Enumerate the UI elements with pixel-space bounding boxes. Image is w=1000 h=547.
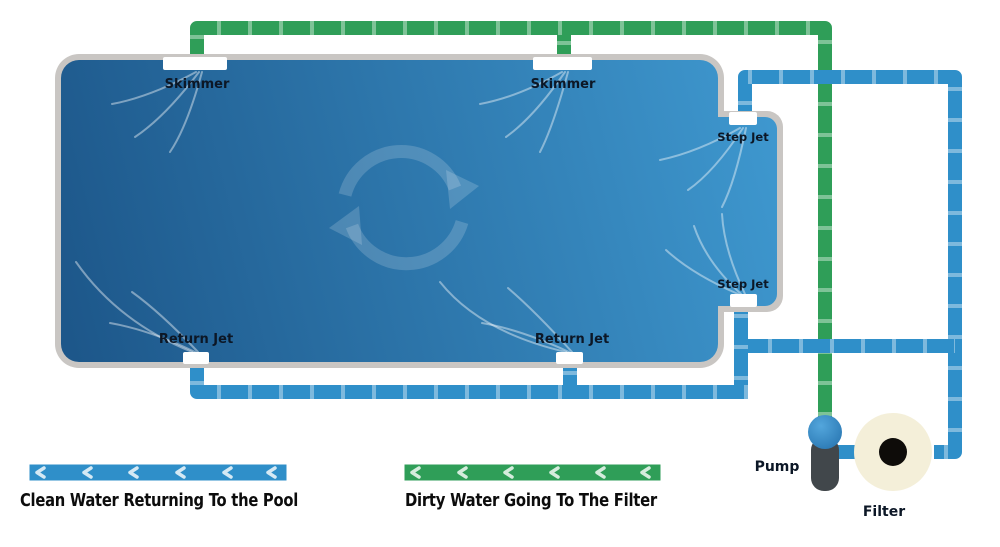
legend-dirty-water: Dirty Water Going To The Filter: [404, 464, 661, 511]
pool: Skimmer Skimmer Step Jet Step Jet Return…: [55, 54, 783, 368]
water-spray-lines: [75, 71, 747, 353]
filter-label: Filter: [863, 504, 905, 520]
skimmer2-label: Skimmer: [531, 77, 596, 92]
equipment: Pump Filter: [755, 413, 932, 520]
stepjet1-notch: [729, 112, 757, 125]
pump-icon: [811, 437, 839, 491]
skimmer1-spray: [111, 71, 203, 153]
green-pipe-flow-ticks: [190, 21, 832, 426]
skimmer1-label: Skimmer: [165, 77, 230, 92]
filter-port-icon: [879, 438, 907, 466]
legend: Clean Water Returning To the Pool Dirty …: [20, 464, 661, 511]
blue-pipe-top-stepjet1: [738, 70, 962, 459]
stepjet2-label: Step Jet: [717, 277, 769, 291]
pump-ball-icon: [808, 415, 842, 449]
pool-water-step: [700, 117, 777, 306]
pump-label: Pump: [755, 459, 800, 475]
returnjet1-spray: [75, 261, 199, 353]
legend-dirty-swatch: [404, 464, 661, 481]
circulation-arrows-icon: [329, 145, 479, 271]
legend-dirty-label: Dirty Water Going To The Filter: [405, 491, 658, 511]
returnjet1-label: Return Jet: [159, 332, 233, 347]
stepjet1-spray: [659, 127, 747, 208]
returnjet2-spray: [439, 281, 573, 353]
skimmer2-notch: [533, 57, 592, 70]
stepjet2-notch: [730, 294, 757, 307]
returnjet2-notch: [556, 352, 583, 364]
legend-clean-label: Clean Water Returning To the Pool: [20, 491, 298, 511]
skimmer2-spray: [479, 71, 569, 153]
returnjet2-label: Return Jet: [535, 332, 609, 347]
legend-clean-water: Clean Water Returning To the Pool: [20, 464, 298, 511]
blue-pipe-flow-ticks: [738, 70, 962, 459]
legend-clean-swatch: [29, 464, 287, 481]
legend-dirty-chevrons: [410, 466, 651, 479]
legend-clean-chevrons: [35, 466, 277, 479]
green-pipe-main: [190, 21, 832, 426]
stepjet1-label: Step Jet: [717, 130, 769, 144]
skimmer1-notch: [163, 57, 227, 70]
returnjet1-notch: [183, 352, 209, 364]
clean-water-pipes: [190, 70, 962, 459]
stepjet2-spray: [665, 213, 746, 295]
pool-water-main: [61, 60, 718, 362]
